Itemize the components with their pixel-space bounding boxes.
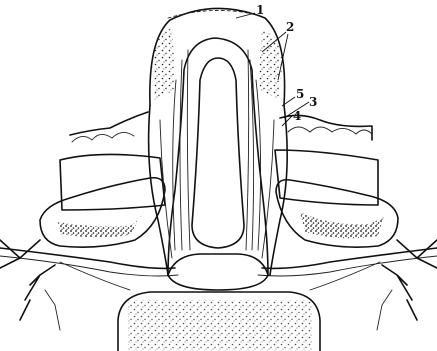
- label-4: 4: [293, 109, 301, 123]
- vertebral-body: [118, 292, 320, 351]
- right-lateral-tissue: [275, 115, 398, 247]
- left-lateral-tissue: [40, 112, 165, 247]
- right-nerve-branches: [377, 240, 437, 330]
- label-5: 5: [296, 87, 304, 101]
- central-column: [149, 8, 288, 290]
- label-2: 2: [286, 20, 294, 34]
- label-3: 3: [309, 95, 317, 109]
- label-1: 1: [256, 3, 264, 17]
